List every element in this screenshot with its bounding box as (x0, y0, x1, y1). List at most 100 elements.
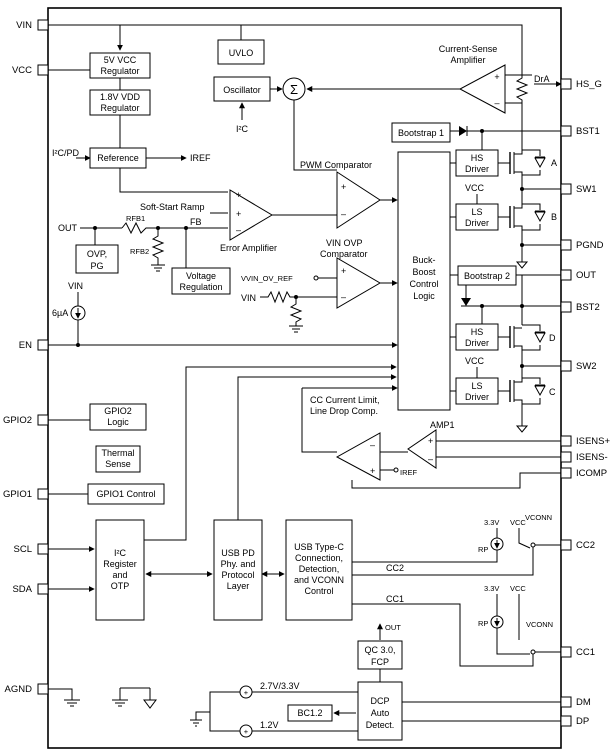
pin-cc2-label: CC2 (576, 540, 595, 551)
qc-line2: FCP (371, 657, 389, 667)
v33-2-label: 3.3V (484, 584, 499, 593)
i2c-to-logic-wire (144, 364, 397, 541)
vin-ovp-comparator (336, 257, 381, 309)
vcc-ls1-label: VCC (465, 183, 485, 193)
ea-plus-2: + (236, 209, 241, 219)
pin-isens-minus-label: ISENS- (576, 452, 608, 463)
fet-c (498, 366, 546, 418)
pwm-comparator (336, 171, 381, 229)
thermal-sense-block (95, 445, 141, 473)
pin-isens-plus: ISENS+ (560, 435, 611, 447)
pin-gpio1: GPIO1 (3, 488, 49, 500)
node-a-label: A (551, 158, 557, 168)
rp-1-wire (352, 550, 498, 563)
vcc-regulator-block (89, 52, 151, 79)
csa-label-1: Current-Sense (439, 44, 498, 54)
cc-limit-loop-wire (301, 388, 337, 453)
fb-label: FB (190, 217, 202, 227)
pin-bst1: BST1 (560, 125, 600, 137)
ccc-plus: + (370, 466, 375, 476)
cc2-switch-node (530, 542, 536, 548)
vdd-reg-line2: Regulator (100, 103, 139, 113)
hs-driver-1-line2: Driver (465, 164, 489, 174)
pgnd-ground-1 (515, 245, 529, 269)
uvlo-label: UVLO (229, 48, 254, 58)
chip-boundary (47, 7, 562, 749)
cc1-line-label: CC1 (386, 594, 404, 604)
rfb1-label: RFB1 (126, 214, 145, 223)
i2c-register-otp-block (95, 519, 145, 621)
pin-gpio2: GPIO2 (3, 414, 49, 426)
cc1-to-typec-wire (352, 603, 534, 667)
usbpd-line1: USB PD (221, 548, 255, 558)
v27-plus: + (244, 688, 249, 697)
ccc-minus: – (370, 440, 375, 450)
vreg-line1: Voltage (186, 271, 216, 281)
vcc-reg-line1: 5V VCC (104, 55, 137, 65)
bootstrap1-diode (459, 126, 467, 136)
csa-minus: – (494, 98, 499, 108)
vin-ovp-label-2: Comparator (320, 249, 368, 259)
pin-icomp: ICOMP (560, 467, 607, 479)
ls-driver-2-line1: LS (471, 381, 482, 391)
gpio2-logic-line2: Logic (107, 417, 129, 427)
qc-fcp-block (357, 640, 403, 670)
csa-label-2: Amplifier (450, 55, 485, 65)
sense-resistor (515, 70, 529, 120)
pin-sda: SDA (12, 583, 49, 595)
pin-vcc-label: VCC (12, 65, 32, 76)
vin-divider-resistor (260, 290, 337, 304)
pin-sw2-label: SW2 (576, 361, 597, 372)
cc-comparator (335, 432, 381, 481)
vconn-1-label: VCONN (525, 513, 552, 522)
node-c-label: C (549, 387, 556, 397)
agnd-ground-1 (64, 699, 80, 707)
cc-limit-label-2: Line Drop Comp. (310, 406, 378, 416)
pin-out-label: OUT (576, 270, 596, 281)
pin-gpio2-label: GPIO2 (3, 415, 32, 426)
i2c-pd-label: I²C/PD (52, 148, 80, 158)
six-ua-label: 6µA (52, 308, 68, 318)
usbpd-line2: Phy. and (221, 559, 256, 569)
bc12-block (287, 704, 333, 722)
vin-ovp-ref-label: VVIN_OV_REF (241, 274, 293, 283)
vdd-reg-line1: 1.8V VDD (100, 92, 141, 102)
bootstrap2-diode (461, 298, 471, 306)
dcp-line1: DCP (370, 696, 389, 706)
gpio1-control-label: GPIO1 Control (96, 489, 155, 499)
thermal-line2: Sense (105, 459, 131, 469)
pin-isens-plus-label: ISENS+ (576, 436, 611, 447)
pin-pgnd: PGND (560, 239, 604, 251)
typec-line3: Detection, (299, 564, 340, 574)
vin-ovp-label-1: VIN OVP (326, 238, 363, 248)
ea-plus-1: + (236, 190, 241, 200)
hs-driver-2-line2: Driver (465, 338, 489, 348)
i2c-line3: and (112, 570, 127, 580)
dcp-line2: Auto (371, 708, 390, 718)
node-d-label: D (549, 333, 556, 343)
ovp-minus: – (341, 292, 346, 302)
usb-typec-control-block (285, 519, 353, 621)
ls-driver-1-block (455, 203, 499, 231)
v27-33-label: 2.7V/3.3V (260, 681, 300, 691)
pin-vcc: VCC (12, 64, 49, 76)
ovp-pg-block (75, 244, 119, 274)
cc2-line-label: CC2 (386, 563, 404, 573)
usbpd-line3: Protocol (221, 570, 254, 580)
node-b-label: B (551, 212, 557, 222)
voltage-regulation-block (171, 267, 231, 295)
soft-start-label: Soft-Start Ramp (140, 202, 205, 212)
pin-hs-g: HS_G (560, 78, 602, 90)
pin-dp-label: DP (576, 716, 589, 727)
pin-hs-g-label: HS_G (576, 79, 602, 90)
ovp-ref-node (313, 275, 319, 281)
pin-pgnd-label: PGND (576, 240, 604, 251)
bootstrap1-block (391, 122, 451, 143)
bc12-label: BC1.2 (297, 708, 322, 718)
dcp-line3: Detect. (366, 720, 395, 730)
typec-line4: and VCONN (294, 575, 344, 585)
dcp-source-ground-wire (209, 691, 240, 732)
i2c-line4: OTP (111, 581, 130, 591)
oscillator-label: Oscillator (223, 85, 261, 95)
pin-bst2-label: BST2 (576, 302, 600, 313)
